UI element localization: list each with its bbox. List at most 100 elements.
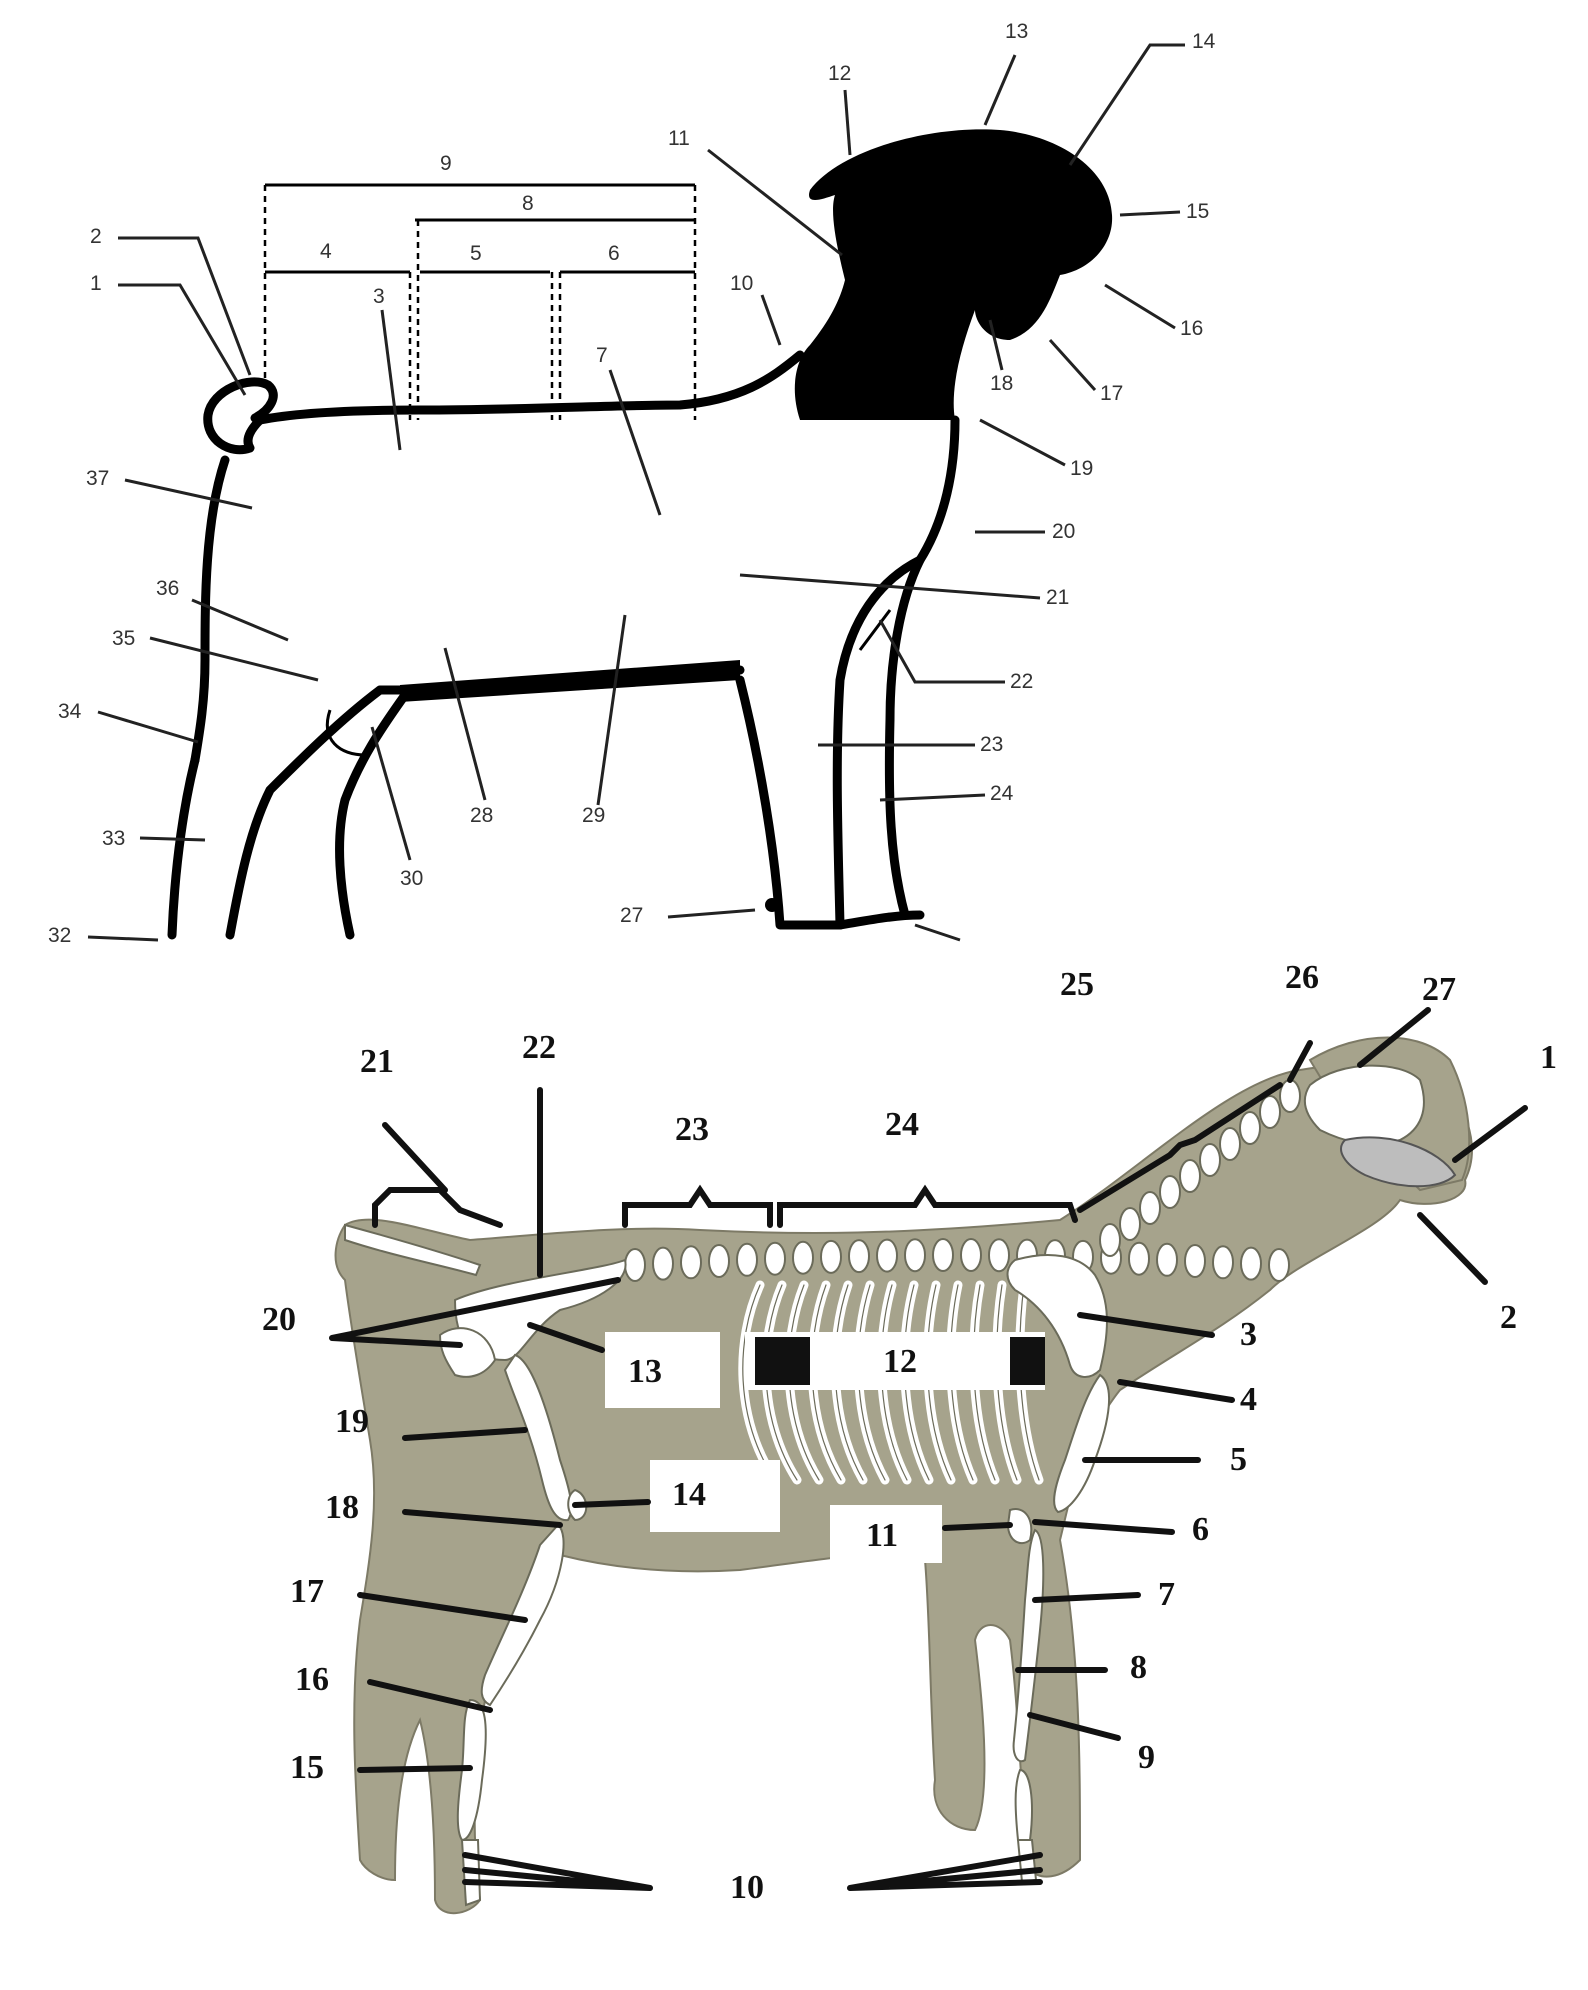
ext-label-29: 29 (582, 804, 605, 827)
label-box-12-left-block (755, 1337, 810, 1385)
skel-label-13: 13 (628, 1353, 662, 1390)
skel-label-17: 17 (290, 1573, 324, 1610)
ext-label-1: 1 (90, 272, 102, 295)
skel-label-14: 14 (672, 1476, 706, 1513)
ext-label-15: 15 (1186, 200, 1209, 223)
arrow-27 (667, 908, 756, 919)
goat-head-silhouette (794, 129, 1113, 420)
vertebra (1119, 1207, 1141, 1241)
skel-label-22: 22 (522, 1029, 556, 1066)
ext-label-35: 35 (112, 627, 135, 650)
lead-21 (382, 1122, 448, 1193)
arrow-18 (988, 319, 1004, 371)
skel-label-4: 4 (1240, 1381, 1257, 1418)
ext-label-32: 32 (48, 924, 71, 947)
ext-label-12: 12 (828, 62, 851, 85)
ext-label-37: 37 (86, 467, 109, 490)
arrow-34 (97, 710, 199, 744)
vertebra (624, 1248, 646, 1282)
bracket-24 (777, 1184, 1078, 1228)
external-goat-diagram: 1 2 3 4 5 6 7 8 9 10 11 12 13 14 15 16 1… (48, 20, 1216, 947)
skel-label-5: 5 (1230, 1441, 1247, 1478)
skel-label-1: 1 (1540, 1039, 1557, 1076)
ext-label-36: 36 (156, 577, 179, 600)
ext-label-9: 9 (440, 152, 452, 175)
bracket-21 (372, 1187, 503, 1228)
goat-hoof-line (835, 910, 925, 930)
lead-16 (367, 1679, 493, 1713)
arrow-30 (370, 726, 412, 861)
ext-label-22: 22 (1010, 670, 1033, 693)
vertebra (1268, 1248, 1290, 1282)
goat-stifle-line (325, 709, 366, 757)
lead-6 (1032, 1519, 1175, 1535)
measurement-brackets (263, 183, 697, 420)
ext-label-24: 24 (990, 782, 1014, 805)
arrow-28 (443, 647, 487, 801)
humerus-bone (1053, 1373, 1111, 1514)
skel-label-8: 8 (1130, 1649, 1147, 1686)
lead-19 (402, 1427, 528, 1441)
skel-label-10: 10 (730, 1869, 764, 1906)
external-labels: 1 2 3 4 5 6 7 8 9 10 11 12 13 14 15 16 1… (48, 20, 1216, 947)
lead-9 (1027, 1712, 1121, 1741)
jaw-bone (1340, 1136, 1457, 1188)
goat-hind-leg-front (225, 685, 385, 940)
ext-label-18: 18 (990, 372, 1013, 395)
ext-label-14: 14 (1192, 30, 1216, 53)
skel-label-16: 16 (295, 1661, 329, 1698)
vertebra (988, 1238, 1010, 1273)
skel-label-6: 6 (1192, 1511, 1209, 1548)
elbow-bone (1006, 1508, 1033, 1545)
arrow-15 (1119, 210, 1181, 217)
ext-label-2: 2 (90, 225, 102, 248)
arrow-35 (149, 636, 319, 682)
vertebra (1199, 1143, 1221, 1177)
skel-label-19: 19 (335, 1403, 369, 1440)
skel-label-2: 2 (1500, 1299, 1517, 1336)
ext-label-4: 4 (320, 240, 332, 263)
vertebra (1259, 1095, 1281, 1129)
goat-rump-outline (190, 455, 230, 765)
vertebra (1179, 1159, 1201, 1193)
arrow-36 (191, 598, 289, 642)
rib-outline (742, 1284, 776, 1481)
ext-label-20: 20 (1052, 520, 1075, 543)
vertebra (680, 1245, 702, 1280)
vertebra (764, 1241, 786, 1276)
lead-11 (942, 1522, 1013, 1531)
skull-bone (1303, 1064, 1425, 1146)
ext-label-3: 3 (373, 285, 385, 308)
ext-label-34: 34 (58, 700, 82, 723)
ext-label-21: 21 (1046, 586, 1069, 609)
ext-label-33: 33 (102, 827, 125, 850)
ext-label-6: 6 (608, 242, 620, 265)
vertebra (1099, 1223, 1121, 1257)
vertebra (1219, 1127, 1241, 1161)
ext-label-23: 23 (980, 733, 1003, 756)
skeleton-goat-diagram: 1 2 3 4 5 6 7 8 9 10 11 12 13 14 15 16 1… (262, 959, 1557, 1915)
ext-label-16: 16 (1180, 317, 1203, 340)
ext-label-19: 19 (1070, 457, 1093, 480)
vertebra (1159, 1175, 1181, 1209)
vertebra (848, 1239, 870, 1274)
arrow-2 (118, 236, 252, 376)
skel-label-9: 9 (1138, 1739, 1155, 1776)
vertebra (708, 1244, 730, 1279)
vertebra (932, 1238, 954, 1273)
vertebra (1279, 1079, 1301, 1113)
lead-18 (402, 1509, 563, 1528)
lead-4 (1117, 1379, 1235, 1403)
lead-14 (572, 1499, 651, 1508)
external-label-arrows (87, 43, 1185, 942)
ext-label-8: 8 (522, 192, 534, 215)
skel-label-27: 27 (1422, 971, 1456, 1008)
skel-label-3: 3 (1240, 1316, 1257, 1353)
arrow-21 (739, 573, 1041, 600)
label-box-12-right-block (1010, 1337, 1045, 1385)
vertebra (792, 1240, 814, 1275)
vertebra (1240, 1246, 1262, 1281)
arrow-7 (608, 369, 662, 516)
lead-27 (1357, 1007, 1431, 1068)
arrow-1 (118, 283, 247, 396)
